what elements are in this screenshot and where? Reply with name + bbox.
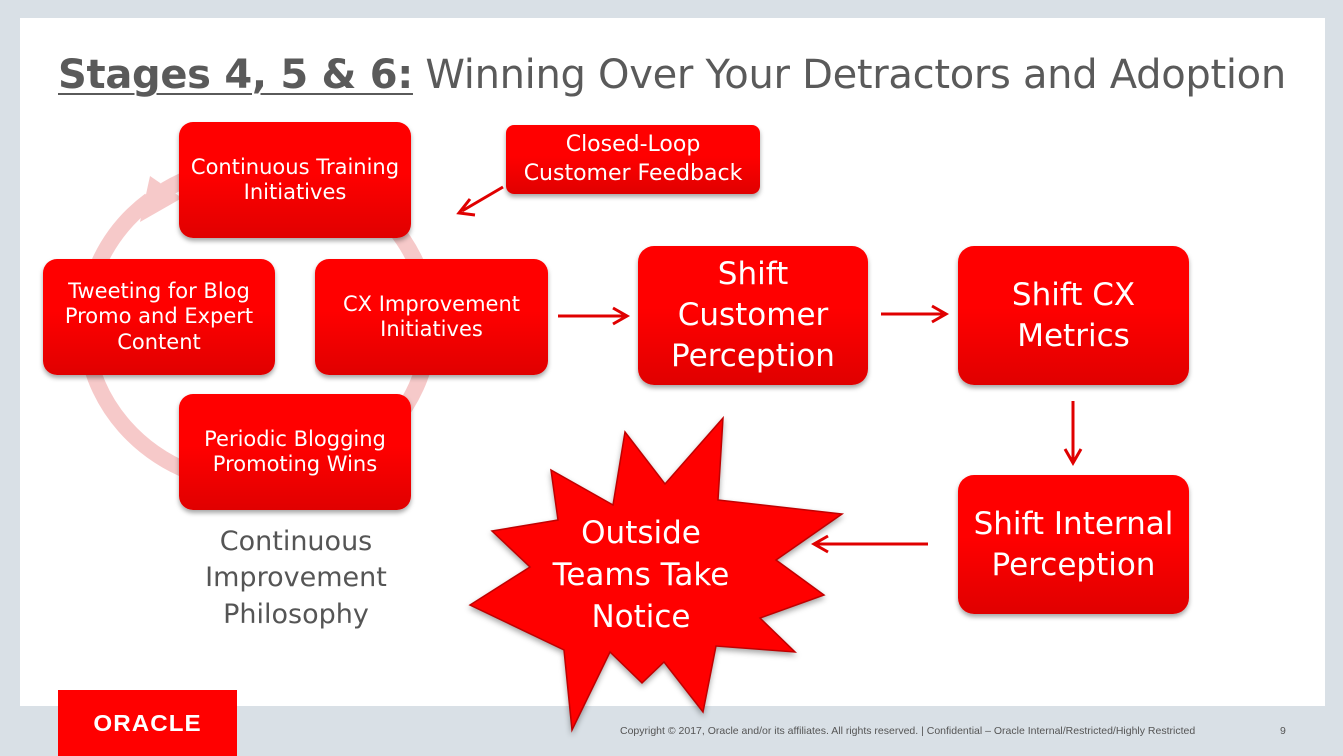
cycle-box-tweeting-label: Tweeting for Blog Promo and Expert Conte… bbox=[64, 279, 254, 354]
shift-customer-perception-label: Shift Customer Perception bbox=[671, 256, 835, 374]
cycle-box-tweeting: Tweeting for Blog Promo and Expert Conte… bbox=[43, 259, 275, 375]
cycle-box-cx-improvement-label: CX Improvement Initiatives bbox=[343, 291, 520, 341]
arrow-customer-to-metrics-head bbox=[931, 304, 950, 324]
cycle-box-training-label: Continuous Training Initiatives bbox=[190, 154, 400, 204]
feedback-box-label: Closed-Loop Customer Feedback bbox=[523, 131, 743, 186]
arrow-cycle-to-customer-head bbox=[612, 306, 631, 326]
oracle-logo: ORACLE bbox=[58, 690, 237, 756]
arrow-internal-to-outside-head bbox=[810, 534, 829, 554]
shift-cx-metrics-box: Shift CX Metrics bbox=[958, 246, 1189, 385]
shift-cx-metrics-label: Shift CX Metrics bbox=[1011, 276, 1136, 354]
feedback-box: Closed-Loop Customer Feedback bbox=[506, 125, 760, 194]
cycle-box-cx-improvement: CX Improvement Initiatives bbox=[315, 259, 548, 375]
footer-copyright: Copyright © 2017, Oracle and/or its affi… bbox=[620, 725, 1196, 737]
arrow-metrics-to-internal-head bbox=[1063, 448, 1083, 467]
arrow-feedback-to-cycle-head bbox=[456, 198, 476, 217]
oracle-logo-text: ORACLE bbox=[93, 709, 202, 736]
shift-customer-perception-box: Shift Customer Perception bbox=[638, 246, 868, 385]
title-rest: Winning Over Your Detractors and Adoptio… bbox=[412, 52, 1286, 98]
shift-internal-perception-label: Shift Internal Perception bbox=[973, 505, 1174, 583]
outside-teams-starburst bbox=[468, 415, 845, 733]
shift-internal-perception-box: Shift Internal Perception bbox=[958, 475, 1189, 614]
cycle-box-training: Continuous Training Initiatives bbox=[179, 122, 411, 238]
title-lead: Stages 4, 5 & 6: bbox=[58, 52, 413, 98]
cycle-box-blogging: Periodic Blogging Promoting Wins bbox=[179, 394, 411, 510]
slide-title: Stages 4, 5 & 6: Winning Over Your Detra… bbox=[58, 52, 1338, 98]
outside-teams-label: Outside Teams Take Notice bbox=[552, 515, 730, 636]
page-number: 9 bbox=[1280, 725, 1286, 737]
arrow-feedback-to-cycle bbox=[461, 185, 504, 213]
cycle-ring-arrowhead bbox=[140, 176, 182, 222]
cycle-box-blogging-label: Periodic Blogging Promoting Wins bbox=[204, 426, 386, 476]
cycle-caption: Continuous Improvement Philosophy bbox=[205, 526, 387, 630]
